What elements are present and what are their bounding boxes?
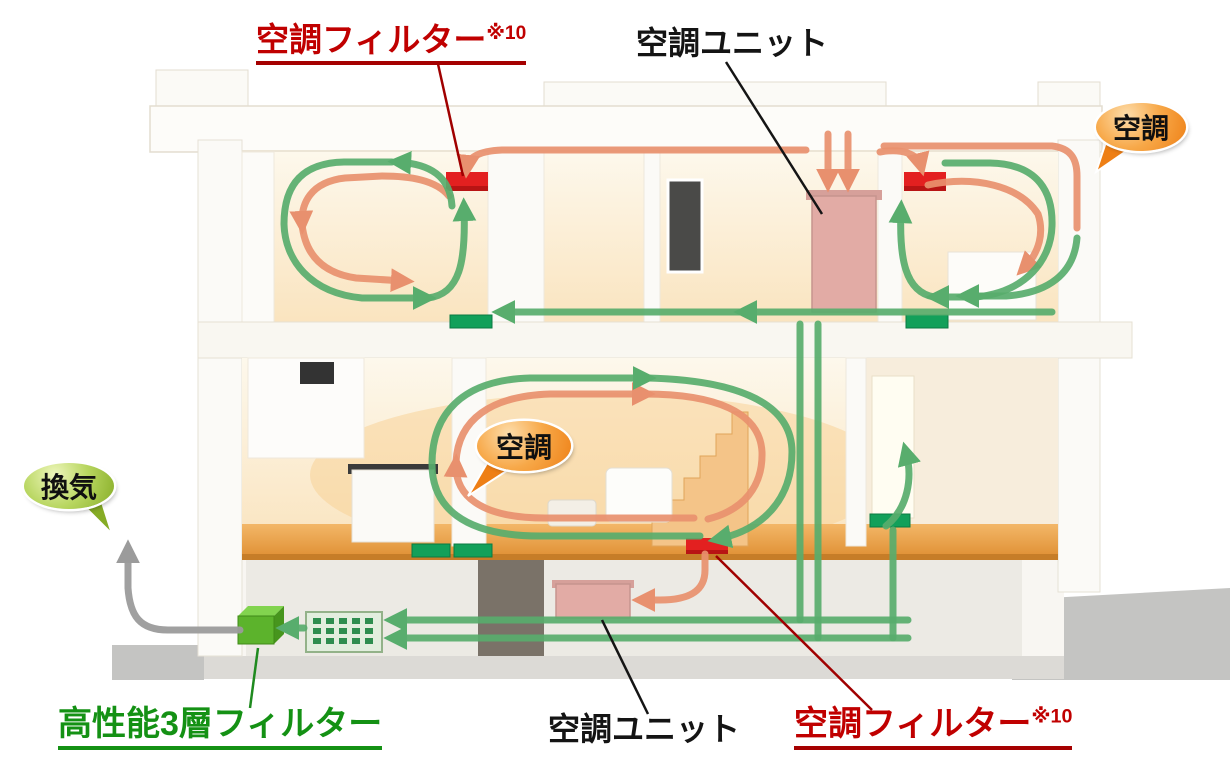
aircon-unit-bottom-icon: [555, 583, 631, 619]
aircon-badge-center-text: 空調: [495, 432, 552, 463]
ventilation-badge-text: 換気: [40, 472, 97, 503]
label-aircon-filter-top-text: 空調フィルター: [256, 21, 487, 58]
label-3layer-filter-text: 高性能3層フィルター: [58, 705, 383, 743]
intake-grille-icon: [305, 611, 383, 653]
conditioned-airflow-arrows: [289, 130, 1081, 612]
label-aircon-filter-bottom: 空調フィルター※10: [794, 705, 1073, 751]
leader-filter-top: [436, 63, 465, 177]
supply-vent-icon: [449, 314, 493, 329]
aircon-filter-left-icon: [446, 172, 488, 191]
supply-vent-icon: [905, 314, 949, 329]
equipment: [237, 172, 949, 653]
label-aircon-unit-bottom-text: 空調ユニット: [548, 711, 741, 747]
label-aircon-filter-top: 空調フィルター※10: [256, 21, 527, 66]
circulation-airflow-arrows: [275, 150, 1081, 650]
aircon-badge-top-right-text: 空調: [1112, 113, 1169, 144]
sofa: [605, 467, 673, 523]
range-hood: [300, 362, 334, 384]
exhaust-airflow-arrow: [116, 539, 244, 634]
leader-lines: [248, 61, 873, 715]
label-aircon-filter-top-note: ※10: [486, 23, 527, 44]
ground: [112, 588, 1230, 680]
window-2f: [666, 178, 704, 274]
aircon-badge-top-right: 空調: [1096, 103, 1186, 151]
label-aircon-filter-bottom-text: 空調フィルター: [794, 705, 1032, 743]
supply-vent-icon: [411, 543, 451, 558]
mid-floor-slab: [197, 321, 1133, 359]
supply-vent-icon: [453, 543, 493, 558]
label-aircon-unit-top-text: 空調ユニット: [636, 25, 829, 61]
leader-unit-bottom: [600, 619, 650, 715]
leader-filter-bottom: [715, 555, 873, 711]
aircon-badge-center: 空調: [477, 421, 571, 471]
first-floor: [242, 357, 1058, 560]
ventilation-badge: 換気: [24, 463, 114, 509]
label-3layer-filter: 高性能3層フィルター: [58, 705, 383, 751]
leader-unit-top: [724, 61, 824, 215]
label-aircon-unit-bottom: 空調ユニット: [548, 711, 741, 747]
leader-filter-3layer: [248, 647, 260, 709]
three-layer-filter-icon: [237, 606, 284, 645]
label-aircon-unit-top: 空調ユニット: [636, 25, 829, 61]
label-aircon-filter-bottom-note: ※10: [1031, 705, 1073, 728]
kitchen-island: [351, 469, 435, 543]
